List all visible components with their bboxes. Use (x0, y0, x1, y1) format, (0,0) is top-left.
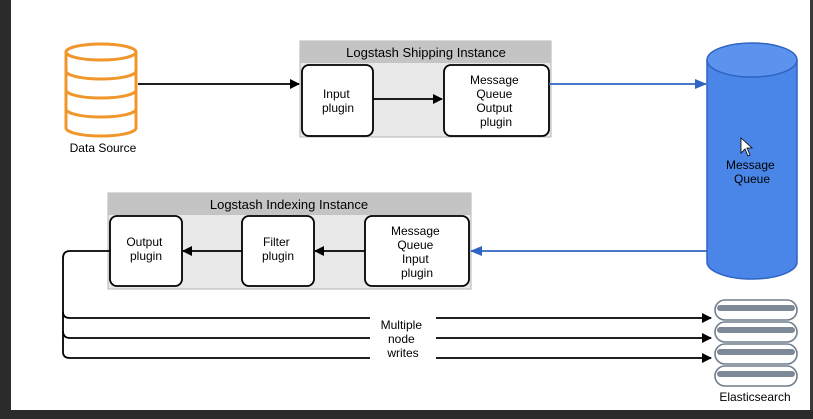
indexing-instance-title: Logstash Indexing Instance (210, 197, 368, 212)
elasticsearch-icon (714, 299, 798, 387)
message-queue-line: Message (726, 158, 775, 172)
indexing-input-plugin: Message Queue Input plugin (364, 215, 470, 287)
shipping-input-plugin-line: Input (323, 87, 350, 101)
database-icon (64, 42, 138, 138)
shipping-output-plugin: Message Queue Output plugin (443, 64, 550, 137)
write-line-middle (62, 330, 712, 343)
svg-text:Filter plugin: Filter plugin (262, 235, 294, 263)
indexing-input-plugin-line: Input (402, 252, 429, 266)
shipping-input-plugin-line: plugin (322, 101, 354, 115)
svg-text:Message Queue: Message Queue (726, 158, 778, 186)
data-source-label: Data Source (70, 141, 137, 155)
filter-plugin: Filter plugin (241, 215, 315, 287)
shipping-instance-title: Logstash Shipping Instance (346, 45, 506, 60)
mouse-cursor-icon (740, 137, 754, 157)
writes-label-line: writes (386, 346, 418, 360)
svg-text:Output plugin: Output plugin (126, 235, 165, 263)
indexing-output-plugin-line: Output (126, 235, 163, 249)
window-edge (810, 0, 813, 419)
shipping-output-plugin-line: Message (470, 73, 519, 87)
shipping-output-plugin-line: Output (476, 101, 513, 115)
writes-label-line: node (388, 332, 415, 346)
indexing-output-plugin-line: plugin (130, 249, 162, 263)
svg-text:Message Queue: Message Queue Output plugin (470, 73, 522, 129)
filter-plugin-line: Filter (263, 235, 290, 249)
writes-label-line: Multiple (381, 318, 423, 332)
svg-text:Input plugin: Input plugin (322, 87, 354, 115)
filter-plugin-line: plugin (262, 249, 294, 263)
elasticsearch-label: Elasticsearch (719, 390, 790, 404)
message-queue-cylinder: Message Queue (706, 42, 798, 280)
write-line-trunk (62, 250, 110, 359)
writes-label: Multiple node writes (370, 315, 436, 361)
shipping-output-plugin-line: plugin (480, 115, 512, 129)
message-queue-line: Queue (734, 172, 770, 186)
svg-text:Multiple node: Multiple node writes (381, 318, 426, 360)
indexing-input-plugin-line: Queue (397, 238, 433, 252)
window-edge-bottom (0, 410, 813, 419)
shipping-input-plugin: Input plugin (301, 64, 374, 137)
indexing-output-plugin: Output plugin (109, 215, 183, 287)
svg-text:Message Queue: Message Queue Input plugin (391, 224, 443, 280)
shipping-output-plugin-line: Queue (476, 87, 512, 101)
write-line-top (62, 311, 712, 323)
indexing-input-plugin-line: Message (391, 224, 440, 238)
indexing-input-plugin-line: plugin (401, 266, 433, 280)
